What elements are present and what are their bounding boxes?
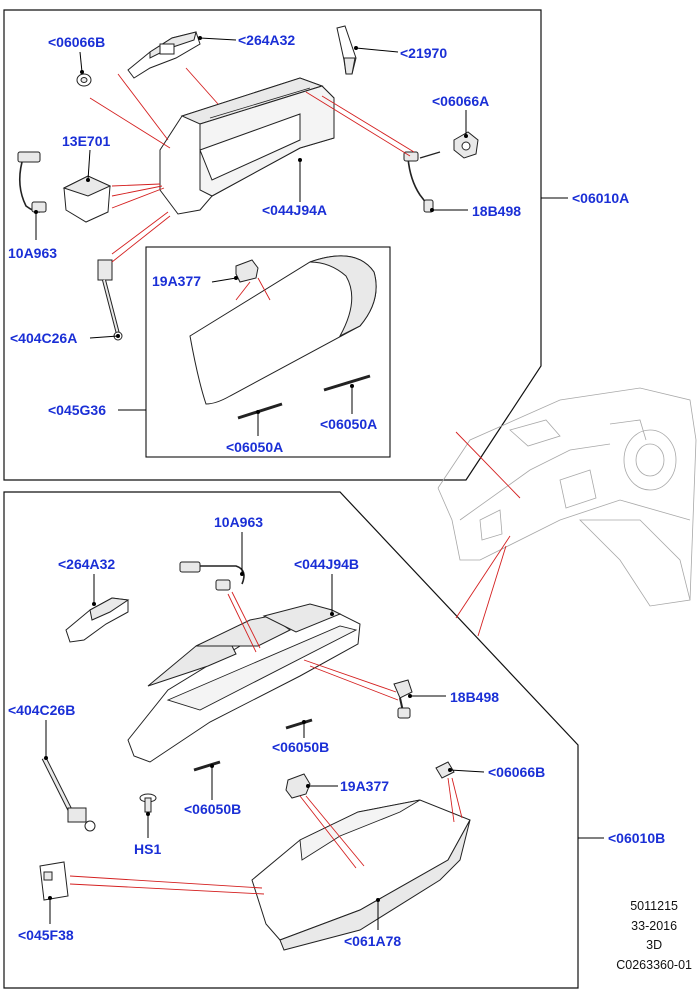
bracket-045f38-part	[39, 861, 69, 901]
drawing-metadata: 5011215 33-2016 3D C0263360-01	[616, 897, 692, 975]
bumper-19a377-a-part	[235, 259, 259, 283]
panel-a-leaders	[34, 36, 468, 436]
glovebox-061a78-part	[251, 799, 471, 951]
panel-a-outline	[3, 9, 542, 481]
label-06010b[interactable]: <06010B	[608, 830, 665, 846]
label-hs1[interactable]: HS1	[134, 841, 161, 857]
carrier-044j94a-part	[159, 77, 335, 215]
label-264a32[interactable]: <264A32	[238, 32, 295, 48]
harness-10a963-b-part	[179, 561, 245, 591]
damper-404c26b-part	[41, 756, 96, 832]
label-06050b-1[interactable]: <06050B	[272, 739, 329, 755]
label-045f38[interactable]: <045F38	[18, 927, 74, 943]
label-404c26b[interactable]: <404C26B	[8, 702, 75, 718]
switch-06066a-part	[453, 131, 479, 159]
latch-264a32-b-part	[65, 597, 130, 643]
label-045g36[interactable]: <045G36	[48, 402, 106, 418]
label-10a963-a[interactable]: 10A963	[8, 245, 57, 261]
clip-06066b-part	[76, 73, 92, 87]
screw-hs1-part	[139, 793, 157, 813]
carrier-044j94b-part	[127, 603, 361, 763]
glovebox-lid-inset-box	[145, 246, 391, 458]
harness-10a963-a-part	[17, 151, 47, 213]
meta-line-2: 33-2016	[631, 918, 678, 933]
panel-a-red-lines	[89, 67, 415, 301]
label-13e701[interactable]: 13E701	[62, 133, 110, 149]
label-061a78[interactable]: <061A78	[344, 933, 401, 949]
label-19a377-b[interactable]: 19A377	[340, 778, 389, 794]
meta-line-4: C0263360-01	[616, 957, 692, 972]
meta-line-3: 3D	[646, 938, 663, 952]
label-06050a-1[interactable]: <06050A	[226, 439, 283, 455]
damper-404c26a-part	[97, 259, 123, 341]
label-044j94a[interactable]: <044J94A	[262, 202, 327, 218]
lid-045g36-part	[189, 255, 377, 405]
label-06050a-2[interactable]: <06050A	[320, 416, 377, 432]
latch-264a32-part	[127, 31, 201, 79]
bumper-19a377-b-part	[285, 773, 311, 799]
label-06066b[interactable]: <06066B	[48, 34, 105, 50]
label-06066a[interactable]: <06066A	[432, 93, 489, 109]
harness-18b498-part	[403, 151, 441, 213]
label-10a963-b[interactable]: 10A963	[214, 514, 263, 530]
panel-b-leaders	[44, 532, 604, 930]
label-06066b-b[interactable]: <06066B	[488, 764, 545, 780]
lamp-13e701-part	[62, 175, 112, 223]
panel-b-red-lines	[69, 591, 463, 895]
label-264a32-b[interactable]: <264A32	[58, 556, 115, 572]
label-18b498-a[interactable]: 18B498	[472, 203, 521, 219]
label-18b498-b[interactable]: 18B498	[450, 689, 499, 705]
label-21970[interactable]: <21970	[400, 45, 447, 61]
bracket-21970-part	[336, 25, 357, 75]
label-044j94b[interactable]: <044J94B	[294, 556, 359, 572]
switch-18b498-b-part	[393, 679, 413, 719]
panel-b-outline	[3, 491, 579, 989]
meta-line-1: 5011215	[630, 899, 678, 913]
clip-06066b-b-part	[435, 761, 455, 779]
vehicle-red-lines	[455, 431, 521, 637]
label-19a377-a[interactable]: 19A377	[152, 273, 201, 289]
label-06050b-2[interactable]: <06050B	[184, 801, 241, 817]
label-06010a[interactable]: <06010A	[572, 190, 629, 206]
label-404c26a[interactable]: <404C26A	[10, 330, 77, 346]
vehicle-dashboard-sketch	[437, 387, 697, 607]
